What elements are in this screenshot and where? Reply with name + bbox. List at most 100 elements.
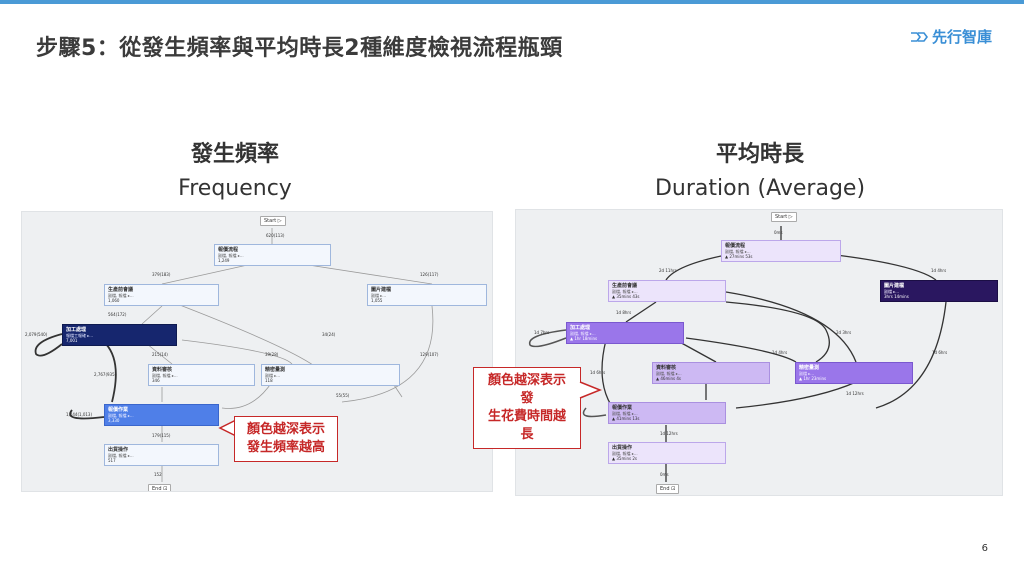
node-sub: 副檔 ▸... <box>799 371 815 376</box>
freq-edge-label: 129(107) <box>420 352 439 357</box>
duration-start-node[interactable]: Start ▷ <box>771 212 797 222</box>
freq-edge-label: 39(28) <box>265 352 279 357</box>
node-sub: 副檔, 報檔 ▸... <box>612 289 638 294</box>
dur-node-6[interactable]: 報價作業 副檔, 報檔 ▸... ▲ 41mins 13s <box>608 402 726 424</box>
frequency-title: 發生頻率 Frequency <box>120 138 350 206</box>
dur-node-5[interactable]: 精密量測 副檔 ▸... ▲ 1hr 23mins <box>795 362 913 384</box>
freq-node-1[interactable]: 生產前會議 副檔, 報檔 ▸... 1,060 <box>104 284 219 306</box>
node-name: 報價作業 <box>108 407 129 413</box>
duration-edges <box>528 226 947 482</box>
freq-edge-label: 379(183) <box>152 272 171 277</box>
callout-line: 發生頻率越高 <box>246 440 325 455</box>
dur-edge-label: 2d 3hrs <box>836 330 852 335</box>
freq-edge-label: 2,767(935) <box>94 372 117 377</box>
frequency-callout: 顏色越深表示 發生頻率越高 <box>234 416 338 462</box>
duration-process-map[interactable]: Start ▷ End ⊡ 報價流程 副檔, 報檔 ▸... ▲ 27mins … <box>515 209 1003 496</box>
node-name: 圖片建檔 <box>884 283 905 289</box>
node-sub: 副檔, 報檔 ▸... <box>108 293 134 298</box>
dur-node-2[interactable]: 圖片建檔 副檔 ▸... 3hrs 14mins <box>880 280 998 302</box>
freq-edge-label: 179(115) <box>152 433 171 438</box>
node-count: ▲ 1hr 18mins <box>570 336 598 341</box>
node-name: 出貨操作 <box>108 447 129 453</box>
node-count: 3hrs 14mins <box>884 294 909 299</box>
freq-edge-label: 34(24) <box>322 332 336 337</box>
node-count: 1,055 <box>371 298 383 303</box>
freq-edge-label: 620(113) <box>266 233 285 238</box>
node-sub: 副檔, 報檔 ▸... <box>218 253 244 258</box>
freq-edge-label: 2,079(540) <box>25 332 48 337</box>
dur-node-4[interactable]: 資料審核 副檔, 報檔 ▸... ▲ 46mins 4s <box>652 362 770 384</box>
node-name: 資料審核 <box>656 365 677 371</box>
freq-node-4[interactable]: 資料審核 副檔, 報檔 ▸... 346 <box>148 364 255 386</box>
node-count: ▲ 35mins 2s <box>612 456 637 461</box>
node-sub: 副檔, 報檔 ▸... <box>152 373 178 378</box>
node-name: 報價流程 <box>218 247 239 253</box>
dur-edge-label: 2d 11hrs <box>659 268 677 273</box>
duration-callout: 顏色越深表示發 生花費時間越長 <box>473 367 581 449</box>
dur-edge-label: 0ms <box>660 472 669 477</box>
dur-node-3[interactable]: 加工處理 副檔, 報檔 ▸... ▲ 1hr 18mins <box>566 322 684 344</box>
node-name: 出貨操作 <box>612 445 633 451</box>
freq-edge-label: 564(172) <box>108 312 127 317</box>
node-count: ▲ 27mins 53s <box>725 254 753 259</box>
node-sub: 副檔 ▸... <box>265 373 281 378</box>
freq-edge-label: 152 <box>154 472 162 477</box>
node-sub: 副檔, 報檔 ▸... <box>612 411 638 416</box>
freq-node-2[interactable]: 圖片建檔 副檔 ▸... 1,055 <box>367 284 487 306</box>
frequency-callout-pointer <box>218 419 237 437</box>
callout-line: 顏色越深表示發 <box>487 373 566 406</box>
page-number: 6 <box>981 543 988 554</box>
callout-line: 顏色越深表示 <box>246 422 325 437</box>
frequency-start-node[interactable]: Start ▷ <box>260 216 286 226</box>
node-sub: 副檔, 報檔 ▸... <box>108 413 134 418</box>
freq-node-3[interactable]: 加工處理 報檔工報確 ▸... 7,001 <box>62 324 177 346</box>
freq-edge-label: 126(117) <box>420 272 439 277</box>
duration-title: 平均時長 Duration (Average) <box>630 138 890 206</box>
node-sub: 副檔 ▸... <box>371 293 387 298</box>
node-sub: 副檔, 報檔 ▸... <box>656 371 682 376</box>
dur-edge-label: 1d 8hrs <box>616 310 632 315</box>
node-name: 圖片建檔 <box>371 287 392 293</box>
frequency-title-en: Frequency <box>178 176 292 201</box>
dur-edge-label: 1d 6hrs <box>932 350 948 355</box>
node-name: 精密量測 <box>265 367 286 373</box>
dur-edge-label: 0ms <box>774 230 783 235</box>
freq-edge-label: 1,444(1,013) <box>66 412 93 417</box>
slide-title: 步驟5：從發生頻率與平均時長2種維度檢視流程瓶頸 <box>36 36 563 61</box>
dur-edge-label: 1d 7hrs <box>534 330 550 335</box>
freq-edge-label: 55(55) <box>336 393 350 398</box>
node-count: 1,249 <box>218 258 230 263</box>
node-count: ▲ 46mins 4s <box>656 376 681 381</box>
node-count: ▲ 41mins 13s <box>612 416 640 421</box>
duration-end-node[interactable]: End ⊡ <box>656 484 680 494</box>
node-name: 報價作業 <box>612 405 633 411</box>
brand-logo-icon <box>910 31 928 42</box>
brand-logo: 先行智庫 <box>910 26 992 47</box>
freq-node-5[interactable]: 精密量測 副檔 ▸... 118 <box>261 364 400 386</box>
brand-name: 先行智庫 <box>931 28 992 46</box>
callout-line: 生花費時間越長 <box>487 409 566 442</box>
freq-node-0[interactable]: 報價流程 副檔, 報檔 ▸... 1,249 <box>214 244 331 266</box>
node-count: ▲ 1hr 23mins <box>799 376 827 381</box>
frequency-end-node[interactable]: End ⊡ <box>148 484 172 491</box>
node-name: 加工處理 <box>570 325 591 331</box>
dur-node-0[interactable]: 報價流程 副檔, 報檔 ▸... ▲ 27mins 53s <box>721 240 841 262</box>
duration-title-zh: 平均時長 <box>715 142 804 167</box>
top-accent-bar <box>0 0 1024 4</box>
node-name: 報價流程 <box>725 243 746 249</box>
node-sub: 副檔, 報檔 ▸... <box>570 331 596 336</box>
node-name: 生產前會議 <box>612 283 638 289</box>
frequency-title-zh: 發生頻率 <box>190 142 279 167</box>
dur-edge-label: 1d 12hrs <box>846 391 864 396</box>
dur-node-1[interactable]: 生產前會議 副檔, 報檔 ▸... ▲ 35mins 43s <box>608 280 726 302</box>
duration-callout-pointer <box>579 381 603 399</box>
node-count: 7,001 <box>66 338 78 343</box>
duration-title-en: Duration (Average) <box>654 176 866 201</box>
dur-edge-label: 1d 6hrs <box>590 370 606 375</box>
dur-edge-label: 1d 12hrs <box>660 431 678 436</box>
freq-node-6[interactable]: 報價作業 副檔, 報檔 ▸... 3,330 <box>104 404 219 426</box>
node-count: 346 <box>152 378 160 383</box>
dur-node-7[interactable]: 出貨操作 副檔, 報檔 ▸... ▲ 35mins 2s <box>608 442 726 464</box>
freq-node-7[interactable]: 出貨操作 副檔, 報檔 ▸... 517 <box>104 444 219 466</box>
node-sub: 報檔工報確 ▸... <box>66 333 94 338</box>
